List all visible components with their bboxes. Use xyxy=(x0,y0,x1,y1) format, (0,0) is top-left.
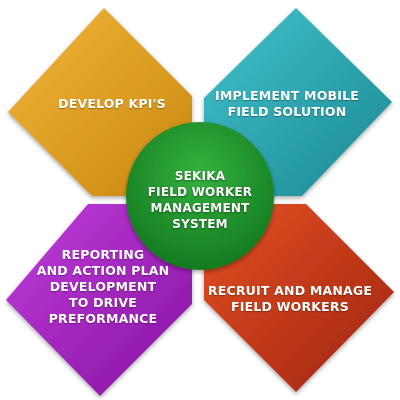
quadrant-reporting xyxy=(6,204,192,396)
quadrant-label-develop-kpis: DEVELOP KPI'S xyxy=(58,96,166,111)
center-circle xyxy=(126,122,274,270)
quadrant-label-reporting: REPORTING AND ACTION PLAN DEVELOPMENT TO… xyxy=(36,247,170,326)
quadrant-recruit xyxy=(204,204,394,392)
quadrant-label-implement-mobile: IMPLEMENT MOBILE FIELD SOLUTION xyxy=(214,88,360,119)
quadrant-label-recruit: RECRUIT AND MANAGE FIELD WORKERS xyxy=(207,283,373,314)
center-label: SEKIKA FIELD WORKER MANAGEMENT SYSTEM xyxy=(147,169,253,231)
